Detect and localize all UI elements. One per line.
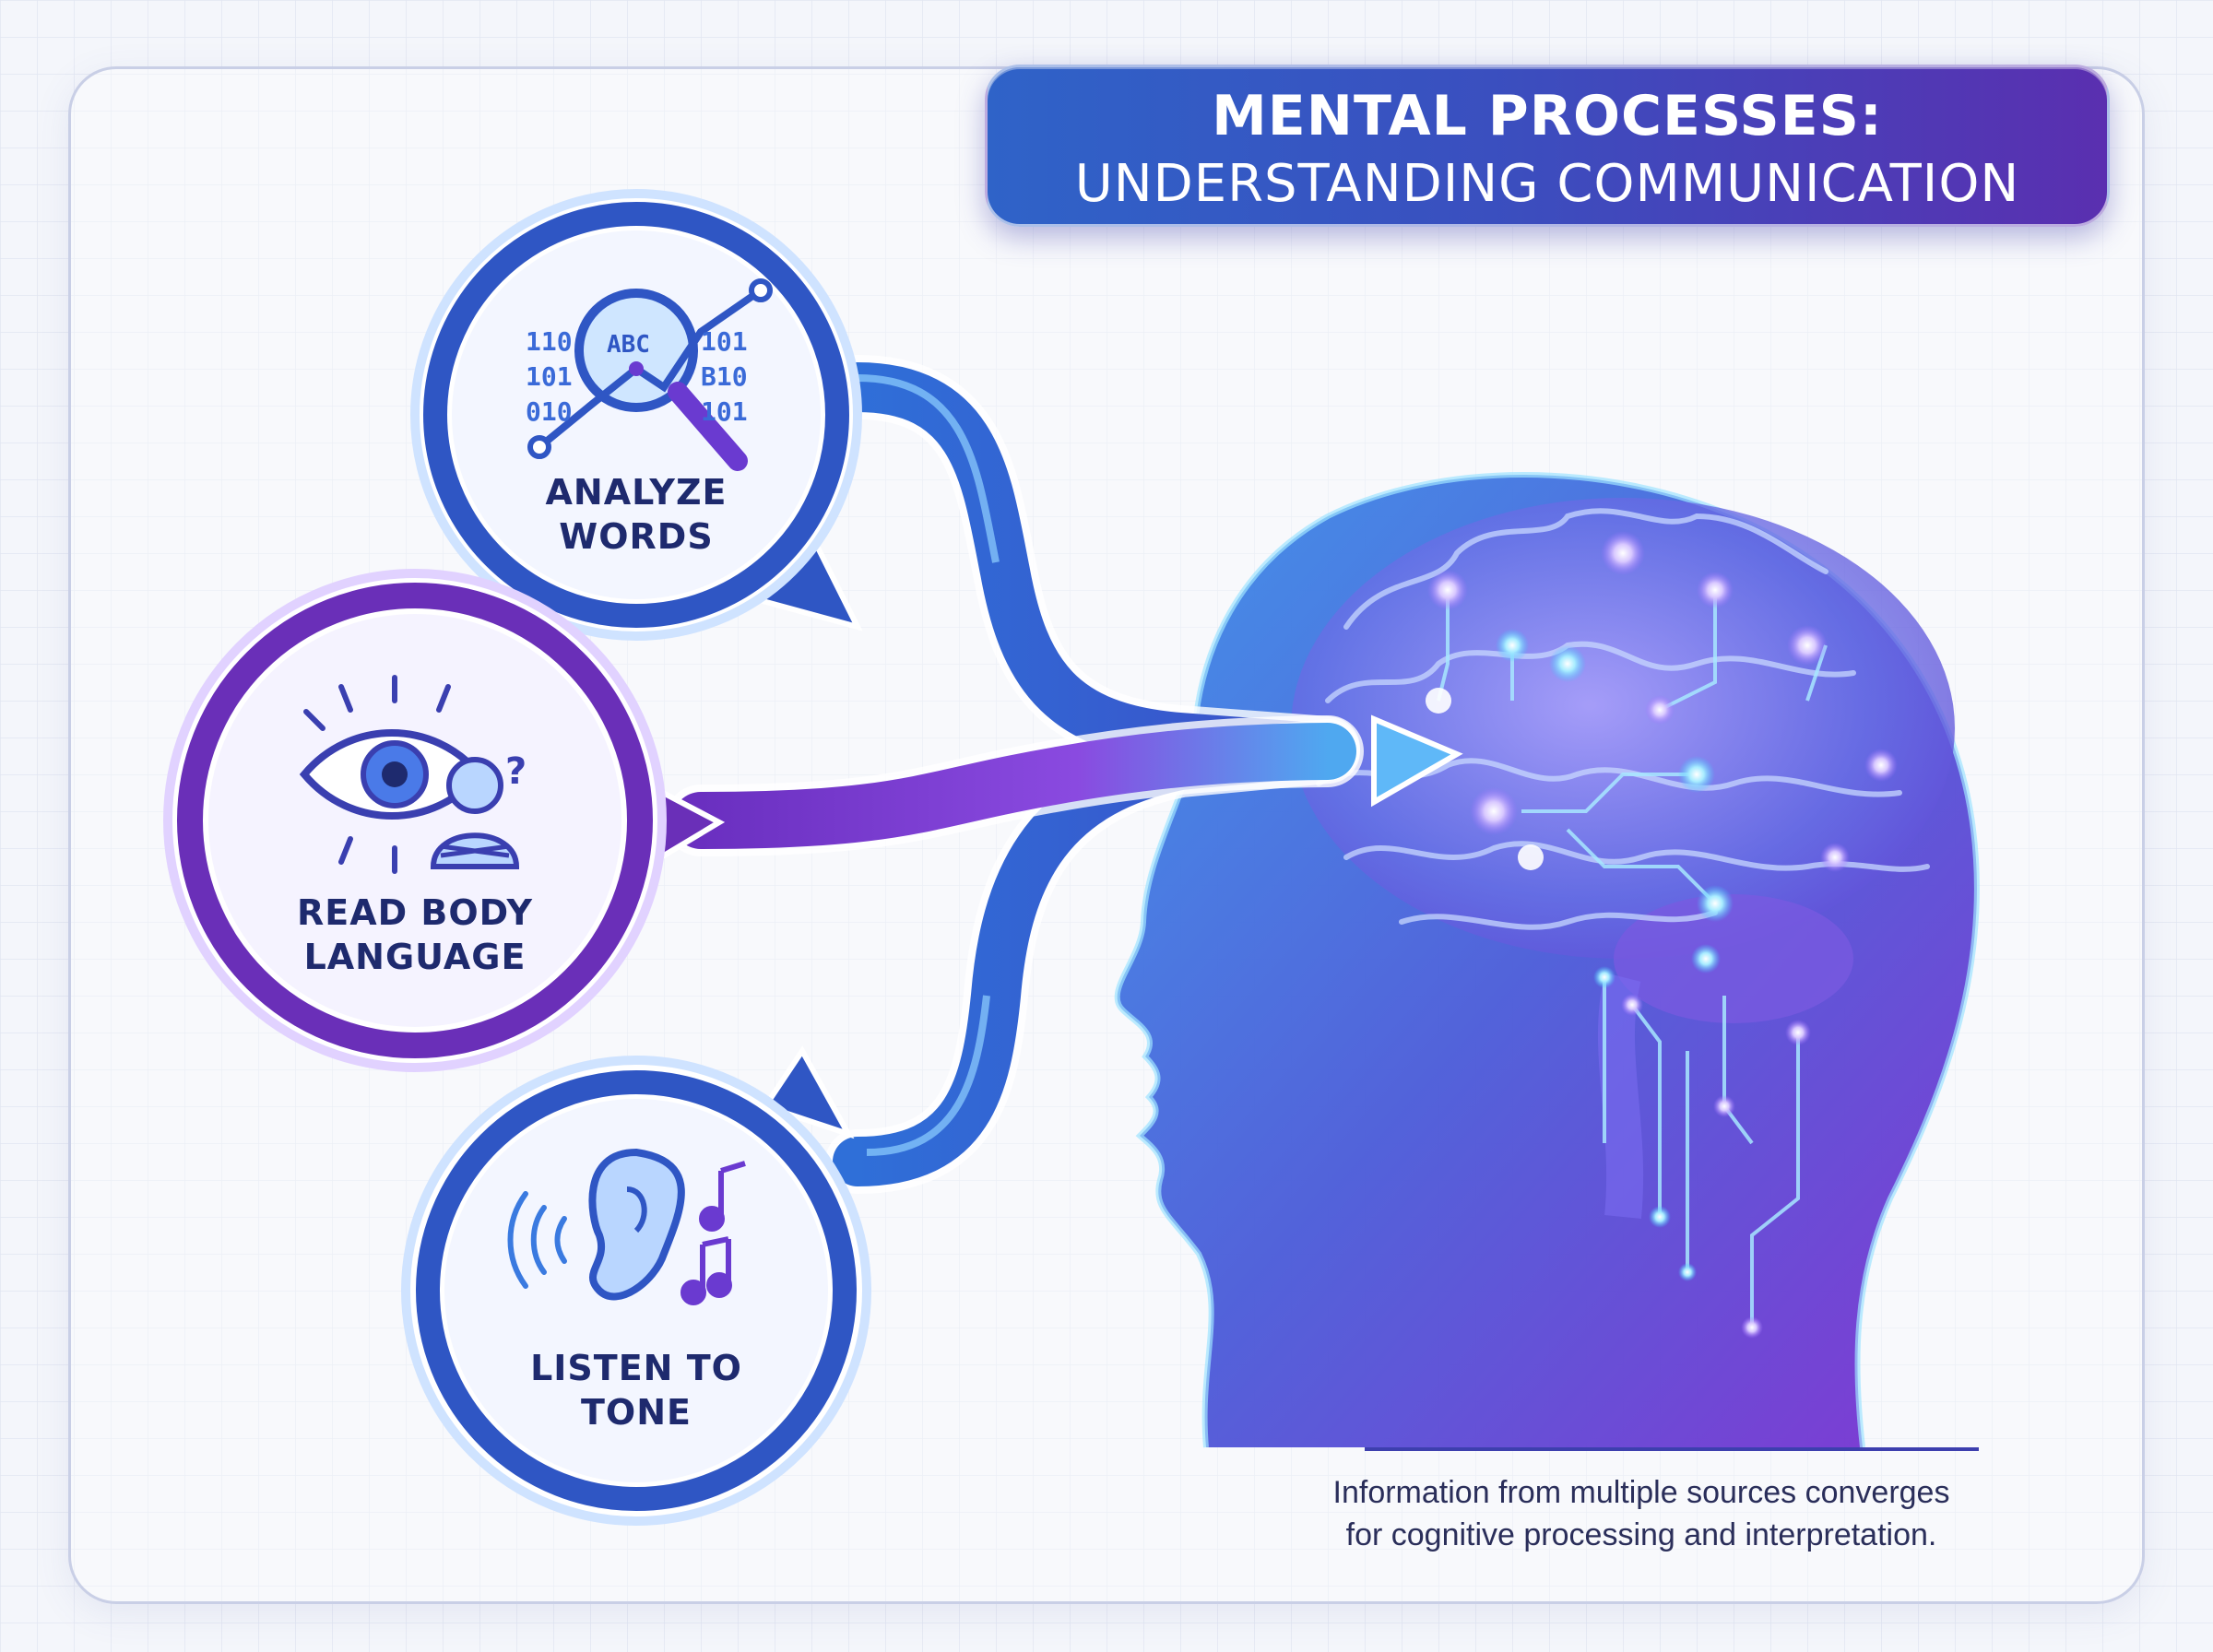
- node-label-analyze-words: ANALYZE WORDS: [498, 470, 775, 559]
- magnifier-data-icon: [527, 278, 773, 471]
- ear-music-icon: [507, 1148, 746, 1305]
- title-line-2: UNDERSTANDING COMMUNICATION: [1074, 154, 2020, 214]
- caption: Information from multiple sources conver…: [1226, 1471, 2056, 1556]
- caption-line-2: for cognitive processing and interpretat…: [1345, 1517, 1937, 1552]
- node-analyze-words: [410, 189, 863, 641]
- title-banner: MENTAL PROCESSES: UNDERSTANDING COMMUNIC…: [985, 65, 2110, 227]
- flow-connector-middle-arrow: [665, 714, 1463, 856]
- magnifier-letters: ABC: [607, 331, 650, 359]
- binary-text-4: 101: [701, 326, 748, 357]
- node-read-body-language: [163, 569, 726, 1072]
- binary-text-3: 010: [526, 396, 573, 427]
- binary-text-1: 110: [526, 326, 573, 357]
- node-label-line: TONE: [581, 1392, 692, 1433]
- title-line-1: MENTAL PROCESSES:: [1212, 84, 1883, 148]
- node-label-line: READ BODY: [297, 892, 533, 933]
- caption-divider: [1365, 1447, 1979, 1451]
- binary-text-6: 101: [701, 396, 748, 427]
- question-mark-glyph: ?: [505, 750, 527, 793]
- caption-line-1: Information from multiple sources conver…: [1332, 1475, 1950, 1510]
- binary-text-5: B10: [701, 361, 748, 392]
- node-label-listen-to-tone: LISTEN TO TONE: [498, 1346, 775, 1434]
- flow-connector-top: [825, 355, 1360, 781]
- node-label-line: ANALYZE: [545, 472, 728, 513]
- node-listen-to-tone: [401, 1045, 871, 1526]
- node-label-line: LISTEN TO: [530, 1348, 742, 1388]
- eye-person-icon: [299, 675, 520, 874]
- node-label-read-body-language: READ BODY LANGUAGE: [258, 891, 572, 979]
- binary-text-2: 101: [526, 361, 573, 392]
- node-label-line: LANGUAGE: [303, 937, 527, 977]
- head-brain-icon: [1114, 472, 1980, 1448]
- node-label-line: WORDS: [559, 516, 714, 557]
